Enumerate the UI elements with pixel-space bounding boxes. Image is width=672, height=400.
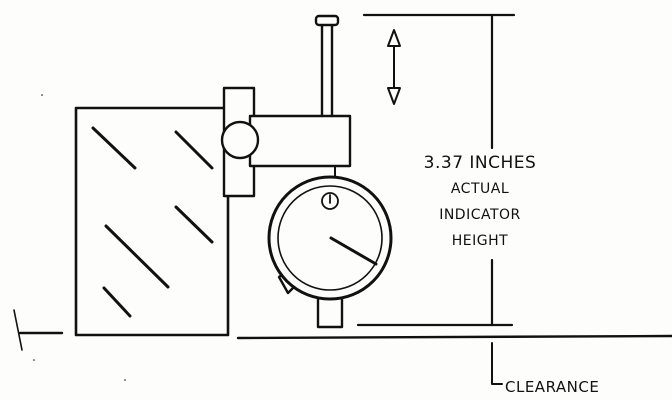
clamp-knob xyxy=(220,120,260,160)
edge-mark xyxy=(13,309,23,351)
revolution-counter xyxy=(321,192,339,210)
indicator-arm xyxy=(248,114,352,168)
base-line xyxy=(18,331,672,340)
plunger xyxy=(314,14,340,118)
indicator-height-value: 3.37 INCHES xyxy=(423,153,537,173)
indicator-height-label-line-1: ACTUAL xyxy=(450,181,510,197)
clearance-label: CLEARANCE xyxy=(505,378,600,396)
motion-arrow xyxy=(387,29,401,105)
indicator-height-label-line-2: INDICATOR xyxy=(439,207,521,223)
clearance-leader xyxy=(491,342,503,385)
indicator-height-label-line-3: HEIGHT xyxy=(451,233,509,249)
height-dimension xyxy=(356,13,516,327)
mounting-block xyxy=(74,106,230,337)
dial-needle xyxy=(329,236,378,266)
